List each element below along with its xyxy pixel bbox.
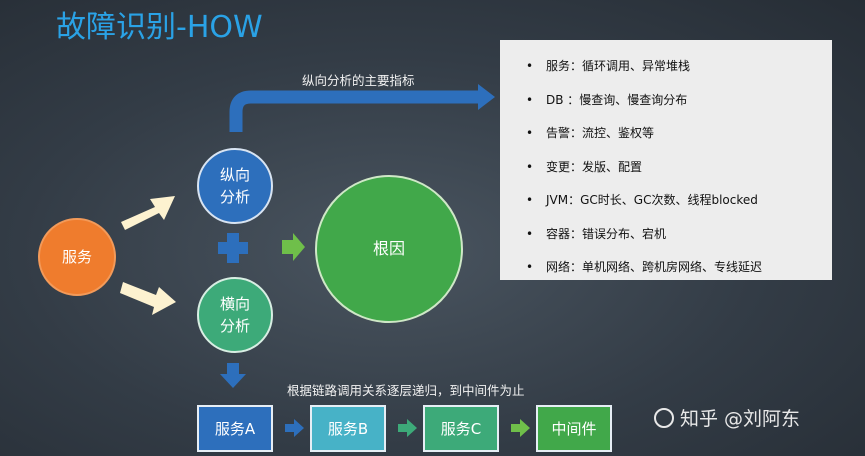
metric-item: 容器：错误分布、宕机 bbox=[526, 226, 832, 260]
watermark: 知乎 @刘阿东 bbox=[654, 404, 800, 431]
vertical-analysis-line1: 纵向 bbox=[219, 166, 250, 184]
chain-arrow-3 bbox=[511, 419, 530, 437]
chain-service-c: 服务C bbox=[423, 405, 499, 452]
vertical-analysis-node: 纵向 分析 bbox=[197, 148, 273, 224]
metric-item: 告警：流控、鉴权等 bbox=[526, 125, 832, 159]
metric-item: 服务：循环调用、异常堆栈 bbox=[526, 58, 832, 92]
service-node: 服务 bbox=[38, 218, 116, 296]
chain-service-b: 服务B bbox=[310, 405, 386, 452]
vertical-metrics-label: 纵向分析的主要指标 bbox=[302, 73, 415, 88]
chain-arrow-1 bbox=[285, 419, 304, 437]
plus-icon-v bbox=[227, 233, 239, 263]
chain-arrow-2 bbox=[398, 419, 417, 437]
horizontal-down-arrow bbox=[220, 363, 246, 388]
slide-title: 故障识别-HOW bbox=[56, 10, 263, 45]
vertical-to-metrics-arrow bbox=[229, 90, 480, 132]
metric-item: DB ：慢查询、慢查询分布 bbox=[526, 92, 832, 126]
vertical-analysis-line2: 分析 bbox=[219, 188, 250, 206]
zhihu-logo-icon bbox=[654, 407, 674, 428]
chain-service-a: 服务A bbox=[197, 405, 273, 452]
root-cause-node: 根因 bbox=[315, 175, 463, 323]
metrics-panel: 服务：循环调用、异常堆栈 DB ：慢查询、慢查询分布 告警：流控、鉴权等 变更：… bbox=[500, 40, 832, 280]
horizontal-analysis-node: 横向 分析 bbox=[197, 277, 273, 353]
metric-item: 网络：单机网络、跨机房网络、专线延迟 bbox=[526, 259, 832, 293]
chain-middleware: 中间件 bbox=[536, 405, 612, 452]
metric-item: JVM：GC时长、GC次数、线程blocked bbox=[526, 192, 832, 226]
horizontal-analysis-line2: 分析 bbox=[219, 317, 250, 335]
metric-item: 变更：发版、配置 bbox=[526, 159, 832, 193]
service-node-label: 服务 bbox=[61, 248, 92, 266]
horizontal-analysis-line1: 横向 bbox=[219, 295, 250, 313]
root-cause-label: 根因 bbox=[372, 239, 405, 258]
metrics-list: 服务：循环调用、异常堆栈 DB ：慢查询、慢查询分布 告警：流控、鉴权等 变更：… bbox=[500, 40, 832, 293]
horizontal-desc-label: 根据链路调用关系逐层递归，到中间件为止 bbox=[287, 383, 525, 398]
watermark-text: 知乎 @刘阿东 bbox=[680, 408, 801, 430]
vertical-to-metrics-arrow-head bbox=[478, 84, 495, 110]
to-root-arrow bbox=[282, 233, 305, 261]
service-to-horizontal-arrow bbox=[120, 282, 176, 315]
service-to-vertical-arrow bbox=[121, 196, 175, 230]
